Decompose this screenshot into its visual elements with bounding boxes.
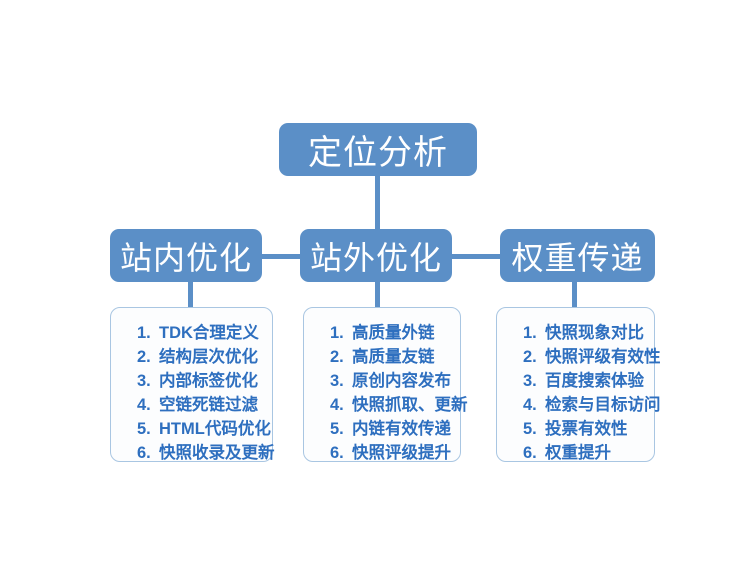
- node-branch-3-label: 权重传递: [511, 239, 644, 276]
- list-item-number: 2.: [523, 348, 537, 367]
- list-panel-2-items: 1. 高质量外链 2. 高质量友链 3. 原创内容发布 4. 快照抓取、更新 5…: [304, 321, 468, 465]
- list-item-number: 1.: [137, 324, 151, 342]
- list-item-number: 4.: [330, 396, 344, 415]
- list-item-label: 结构层次优化: [159, 348, 258, 367]
- connector-branch1-to-panel1: [188, 281, 193, 308]
- list-item-label: 快照现象对比: [545, 324, 644, 342]
- list-item-number: 3.: [137, 372, 151, 391]
- list-panel-3-items: 1. 快照现象对比 2. 快照评级有效性 3. 百度搜索体验 4. 检索与目标访…: [497, 321, 661, 465]
- node-branch-3[interactable]: 权重传递: [500, 229, 655, 282]
- list-item-label: 原创内容发布: [352, 372, 451, 391]
- list-panel-1-items: 1. TDK合理定义 2. 结构层次优化 3. 内部标签优化 4. 空链死链过滤…: [111, 321, 275, 465]
- list-item[interactable]: 4. 检索与目标访问: [523, 393, 661, 417]
- list-panel-3: 1. 快照现象对比 2. 快照评级有效性 3. 百度搜索体验 4. 检索与目标访…: [496, 307, 661, 465]
- list-item[interactable]: 5. 内链有效传递: [330, 417, 460, 441]
- list-item-label: 百度搜索体验: [545, 372, 644, 391]
- list-item[interactable]: 2. 快照评级有效性: [523, 345, 661, 369]
- list-item-label: 快照抓取、更新: [352, 396, 468, 415]
- list-item[interactable]: 1. TDK合理定义: [137, 321, 272, 345]
- list-item-label: HTML代码优化: [159, 420, 271, 439]
- list-item-label: TDK合理定义: [159, 324, 259, 342]
- list-item-label: 快照评级有效性: [545, 348, 661, 367]
- list-item[interactable]: 2. 结构层次优化: [137, 345, 272, 369]
- node-root[interactable]: 定位分析: [279, 123, 477, 176]
- list-item-label: 权重提升: [545, 444, 611, 463]
- list-item-label: 高质量友链: [352, 348, 435, 367]
- list-item-label: 投票有效性: [545, 420, 628, 439]
- list-item-number: 6.: [137, 444, 151, 463]
- list-item[interactable]: 3. 内部标签优化: [137, 369, 272, 393]
- list-item[interactable]: 3. 百度搜索体验: [523, 369, 654, 393]
- connector-branch2-to-panel2: [375, 281, 380, 308]
- list-item-label: 内部标签优化: [159, 372, 258, 391]
- list-panel-2: 1. 高质量外链 2. 高质量友链 3. 原创内容发布 4. 快照抓取、更新 5…: [303, 307, 468, 465]
- list-item-number: 1.: [523, 324, 537, 342]
- list-item-label: 快照收录及更新: [159, 444, 275, 463]
- node-branch-2[interactable]: 站外优化: [300, 229, 452, 282]
- node-branch-1[interactable]: 站内优化: [110, 229, 262, 282]
- list-item-number: 6.: [523, 444, 537, 463]
- list-item[interactable]: 1. 快照现象对比: [523, 321, 654, 345]
- list-item[interactable]: 3. 原创内容发布: [330, 369, 460, 393]
- list-item-number: 6.: [330, 444, 344, 463]
- list-item[interactable]: 1. 高质量外链: [330, 321, 460, 345]
- list-panel-1: 1. TDK合理定义 2. 结构层次优化 3. 内部标签优化 4. 空链死链过滤…: [110, 307, 275, 465]
- list-item[interactable]: 6. 权重提升: [523, 441, 654, 465]
- list-item[interactable]: 5. 投票有效性: [523, 417, 654, 441]
- list-item-label: 检索与目标访问: [545, 396, 661, 415]
- list-item-number: 3.: [523, 372, 537, 391]
- connector-root-to-spine: [375, 175, 380, 233]
- list-item-label: 快照评级提升: [352, 444, 451, 463]
- connector-spine-right: [445, 254, 505, 259]
- node-root-label: 定位分析: [308, 134, 448, 172]
- list-item[interactable]: 6. 快照评级提升: [330, 441, 460, 465]
- connector-spine-left: [262, 254, 322, 259]
- list-item[interactable]: 4. 空链死链过滤: [137, 393, 272, 417]
- list-item-number: 5.: [523, 420, 537, 439]
- list-item-number: 2.: [330, 348, 344, 367]
- list-item[interactable]: 6. 快照收录及更新: [137, 441, 275, 465]
- node-branch-1-label: 站内优化: [119, 239, 252, 276]
- list-item[interactable]: 2. 高质量友链: [330, 345, 460, 369]
- list-item-number: 4.: [523, 396, 537, 415]
- list-item-number: 1.: [330, 324, 344, 342]
- list-item-number: 2.: [137, 348, 151, 367]
- list-item-number: 5.: [330, 420, 344, 439]
- list-item-label: 内链有效传递: [352, 420, 451, 439]
- list-item-number: 5.: [137, 420, 151, 439]
- connector-branch3-to-panel3: [572, 281, 577, 308]
- list-item-label: 高质量外链: [352, 324, 435, 342]
- node-branch-2-label: 站外优化: [309, 239, 442, 276]
- list-item[interactable]: 5. HTML代码优化: [137, 417, 272, 441]
- list-item-number: 4.: [137, 396, 151, 415]
- list-item[interactable]: 4. 快照抓取、更新: [330, 393, 468, 417]
- list-item-label: 空链死链过滤: [159, 396, 258, 415]
- list-item-number: 3.: [330, 372, 344, 391]
